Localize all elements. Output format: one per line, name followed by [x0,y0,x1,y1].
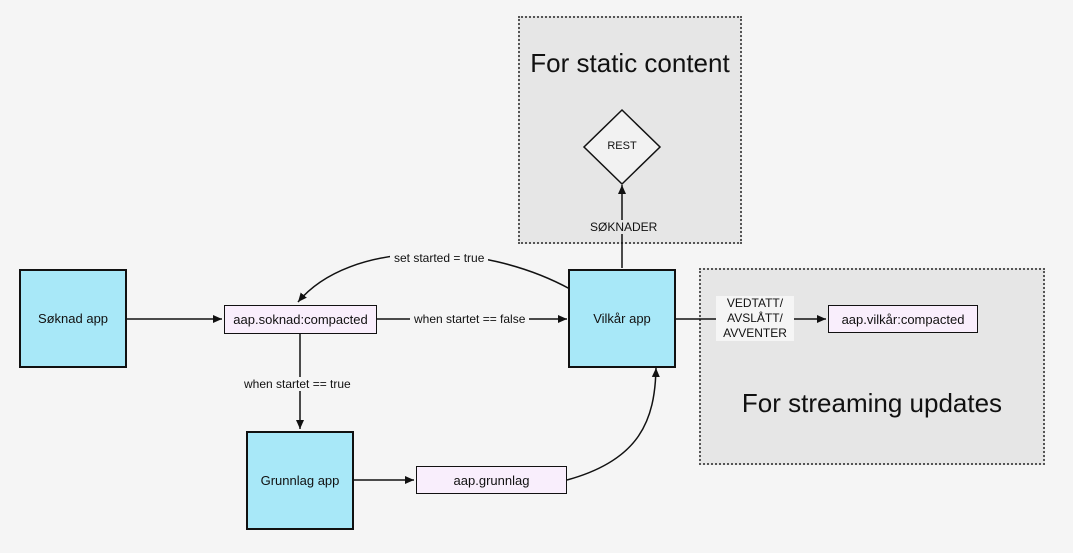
rest-label: REST [607,140,637,152]
static-content-region: For static content [518,16,742,244]
avventer-line: AVVENTER [723,326,787,340]
streaming-updates-title: For streaming updates [741,388,1003,418]
set-started-label: set started = true [390,251,489,265]
vedtatt-avslatt-avventer-label: VEDTATT/ AVSLÅTT/ AVVENTER [716,296,794,341]
grunnlag-topic-label: aap.grunnlag [453,472,530,488]
grunnlag-app-node: Grunnlag app [246,431,354,530]
grunnlag-topic: aap.grunnlag [416,466,567,494]
when-false-label: when startet == false [410,312,530,326]
vedtatt-line: VEDTATT/ [726,296,784,310]
soknad-app-label: Søknad app [37,311,109,326]
when-true-label: when startet == true [240,377,355,391]
edge-grunnlag-topic-to-vilkar [566,367,660,481]
vilkar-compacted-label: aap.vilkår:compacted [841,311,965,327]
vilkar-app-label: Vilkår app [593,311,651,326]
soknad-compacted-label: aap.soknad:compacted [233,312,368,327]
soknader-label: SØKNADER [586,220,662,234]
vilkar-app-node: Vilkår app [568,269,676,368]
soknad-compacted-topic: aap.soknad:compacted [224,305,377,334]
streaming-updates-region: For streaming updates [699,268,1045,465]
vilkar-compacted-topic: aap.vilkår:compacted [828,305,978,333]
rest-diamond [582,108,662,186]
avslatt-line: AVSLÅTT/ [727,311,783,325]
soknad-app-node: Søknad app [19,269,127,368]
grunnlag-app-label: Grunnlag app [260,473,340,488]
static-content-title: For static content [530,48,730,78]
